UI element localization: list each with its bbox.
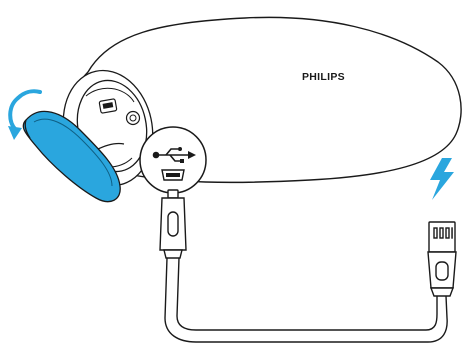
usb-symbol-icon	[152, 147, 196, 163]
micro-usb-port	[161, 169, 185, 181]
usb-cable	[164, 257, 448, 343]
micro-usb-plug	[159, 189, 187, 259]
speaker-usb-port	[98, 98, 118, 114]
usb-callout	[139, 126, 207, 194]
usb-a-plug	[427, 221, 457, 297]
lightning-bolt-icon	[430, 158, 454, 200]
rotate-arrow-icon	[8, 89, 42, 140]
speaker-aux-port	[125, 110, 141, 126]
brand-logo-text: PHILIPS	[302, 71, 345, 83]
port-cover-flap	[22, 110, 121, 203]
